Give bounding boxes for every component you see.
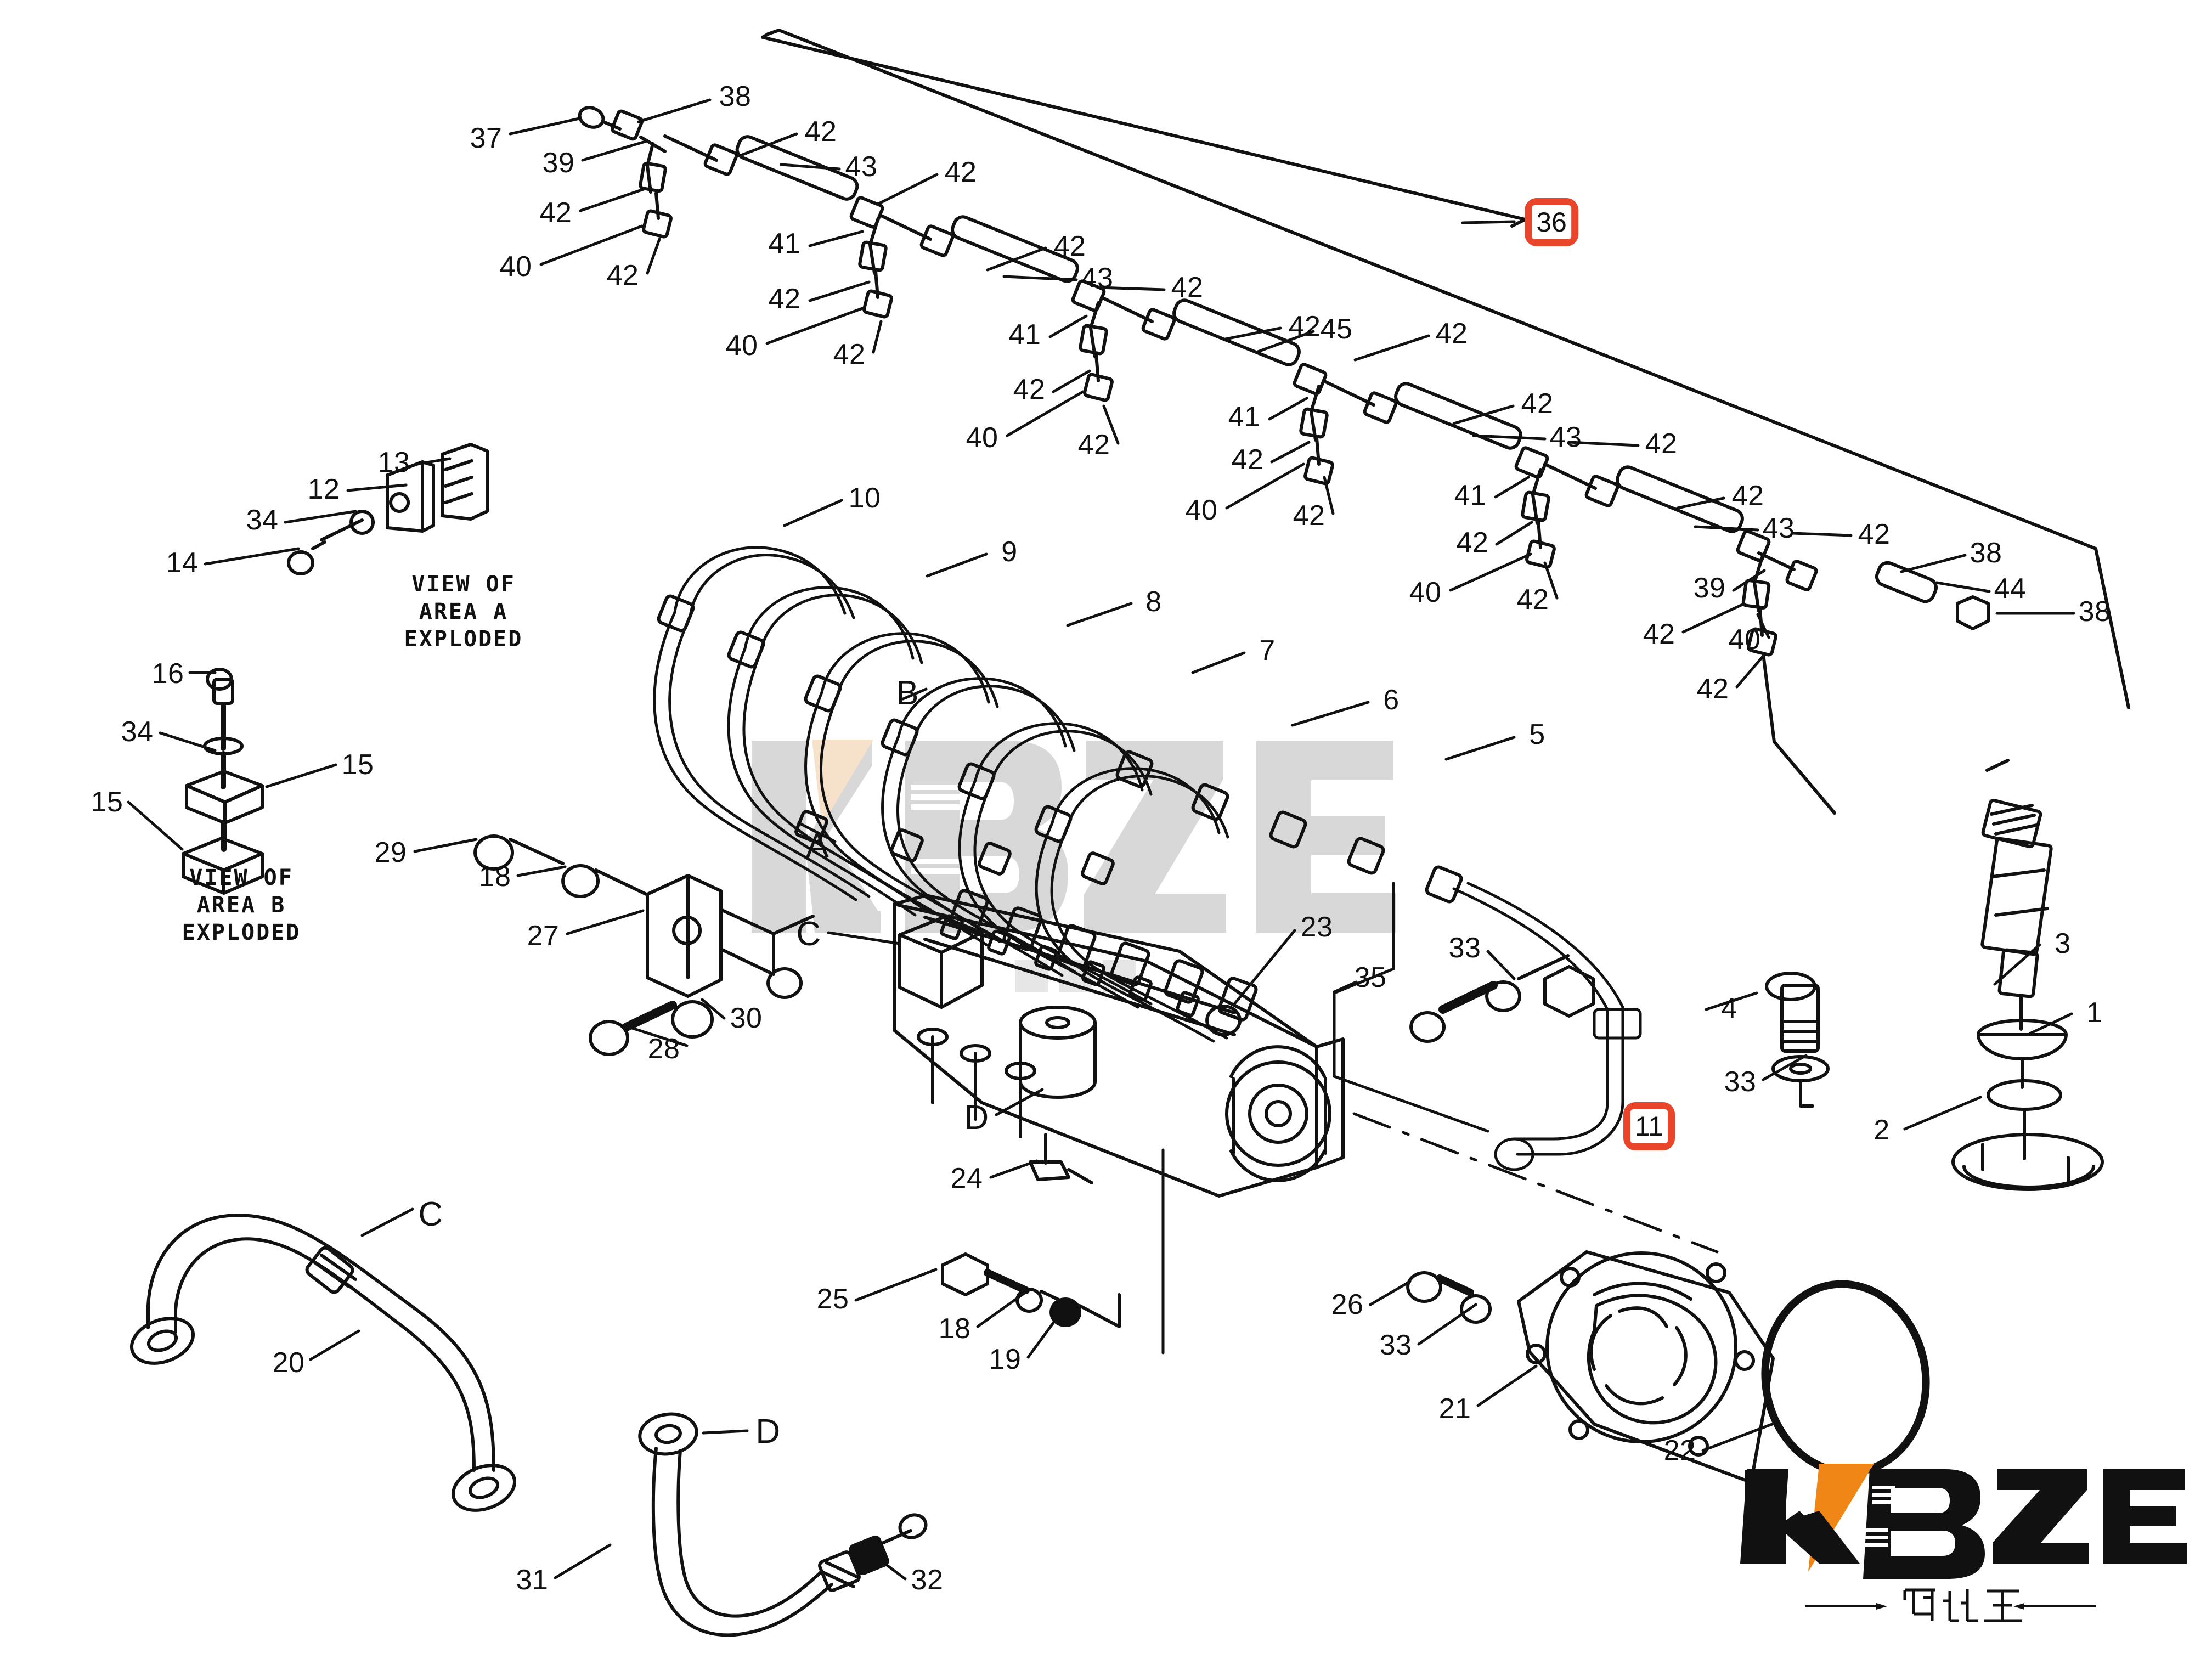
- part-callout-38[interactable]: 38: [1970, 537, 2002, 569]
- part-callout-39[interactable]: 39: [1693, 572, 1726, 604]
- part-callout-30[interactable]: 30: [730, 1002, 763, 1034]
- part-callout-42[interactable]: 42: [1171, 272, 1204, 303]
- part-callout-41[interactable]: 41: [768, 228, 801, 259]
- part-callout-33[interactable]: 33: [1379, 1329, 1412, 1361]
- part-callout-27[interactable]: 27: [527, 920, 560, 952]
- part-callout-8[interactable]: 8: [1146, 586, 1162, 618]
- part-callout-43[interactable]: 43: [1549, 421, 1582, 453]
- part-callout-40[interactable]: 40: [966, 422, 998, 454]
- part-callout-16[interactable]: 16: [151, 658, 184, 690]
- part-callout-10[interactable]: 10: [848, 482, 881, 514]
- part-callout-31[interactable]: 31: [516, 1564, 549, 1596]
- part-callout-18[interactable]: 18: [938, 1313, 971, 1345]
- part-callout-1[interactable]: 1: [2086, 997, 2103, 1029]
- view-caption-area-b: VIEW OF AREA B EXPLODED: [182, 865, 301, 945]
- part-callout-41[interactable]: 41: [1228, 401, 1261, 433]
- part-callout-42[interactable]: 42: [944, 156, 977, 188]
- part-callout-42[interactable]: 42: [1858, 518, 1891, 550]
- part-callout-40[interactable]: 40: [1728, 624, 1761, 656]
- part-callout-42[interactable]: 42: [1643, 618, 1675, 650]
- part-callout-37[interactable]: 37: [470, 122, 503, 154]
- part-callout-29[interactable]: 29: [374, 837, 407, 868]
- part-callout-42[interactable]: 42: [1435, 318, 1468, 349]
- part-callout-42[interactable]: 42: [1516, 584, 1549, 616]
- part-callout-9[interactable]: 9: [1001, 536, 1018, 568]
- part-callout-34[interactable]: 34: [246, 504, 279, 536]
- part-callout-25[interactable]: 25: [816, 1283, 849, 1315]
- part-callout-38[interactable]: 38: [719, 81, 752, 112]
- part-callout-23[interactable]: 23: [1300, 911, 1333, 943]
- section-letter-c: C: [796, 915, 821, 953]
- part-callout-6[interactable]: 6: [1383, 684, 1400, 716]
- part-callout-33[interactable]: 33: [1724, 1066, 1757, 1098]
- part-callout-35[interactable]: 35: [1354, 962, 1387, 994]
- part-callout-21[interactable]: 21: [1438, 1393, 1471, 1425]
- section-letter-d: D: [755, 1413, 781, 1451]
- part-callout-13[interactable]: 13: [377, 447, 410, 478]
- highlighted-callout-label: 36: [1536, 207, 1567, 238]
- part-callout-42[interactable]: 42: [768, 283, 801, 315]
- part-callout-3[interactable]: 3: [2055, 928, 2071, 960]
- part-callout-42[interactable]: 42: [539, 197, 572, 229]
- part-callout-43[interactable]: 43: [1762, 512, 1795, 544]
- part-callout-45[interactable]: 45: [1320, 313, 1353, 345]
- kbze-brand-logo: [1712, 1454, 2194, 1635]
- part-callout-40[interactable]: 40: [725, 330, 758, 362]
- part-callout-4[interactable]: 4: [1721, 992, 1737, 1024]
- part-callout-7[interactable]: 7: [1259, 635, 1276, 667]
- highlighted-callout-chip: 11: [1630, 1109, 1668, 1143]
- part-callout-12[interactable]: 12: [307, 473, 340, 505]
- part-callout-42[interactable]: 42: [606, 259, 639, 291]
- part-callout-42[interactable]: 42: [1293, 500, 1325, 532]
- part-callout-42[interactable]: 42: [833, 338, 866, 370]
- section-letter-b: B: [896, 674, 919, 712]
- part-callout-28[interactable]: 28: [647, 1033, 680, 1065]
- part-callout-42[interactable]: 42: [804, 116, 837, 148]
- part-callout-32[interactable]: 32: [911, 1564, 944, 1596]
- part-callout-15[interactable]: 15: [341, 749, 374, 781]
- part-callout-42[interactable]: 42: [1696, 673, 1729, 705]
- part-callout-43[interactable]: 43: [845, 151, 878, 183]
- part-callout-40[interactable]: 40: [1185, 494, 1218, 526]
- part-callout-40[interactable]: 40: [499, 251, 532, 283]
- view-caption-area-a: VIEW OF AREA A EXPLODED: [404, 572, 523, 652]
- part-callout-39[interactable]: 39: [542, 147, 575, 179]
- part-callout-42[interactable]: 42: [1077, 429, 1110, 461]
- part-callout-42[interactable]: 42: [1288, 311, 1321, 342]
- highlighted-callout-label: 11: [1635, 1111, 1663, 1142]
- part-callout-44[interactable]: 44: [1994, 573, 2027, 605]
- part-callout-18[interactable]: 18: [478, 861, 511, 893]
- part-callout-42[interactable]: 42: [1456, 527, 1489, 558]
- part-callout-15[interactable]: 15: [91, 786, 123, 818]
- highlighted-callout-chip: 36: [1532, 205, 1571, 239]
- part-callout-42[interactable]: 42: [1053, 230, 1086, 262]
- part-callout-2[interactable]: 2: [1874, 1114, 1890, 1146]
- part-callout-41[interactable]: 41: [1008, 319, 1041, 351]
- part-callout-42[interactable]: 42: [1731, 480, 1764, 512]
- section-letter-d: D: [964, 1099, 989, 1137]
- part-callout-26[interactable]: 26: [1331, 1289, 1364, 1321]
- highlighted-callout-36[interactable]: 36: [1525, 198, 1578, 246]
- part-callout-24[interactable]: 24: [950, 1163, 983, 1194]
- part-callout-20[interactable]: 20: [272, 1347, 305, 1379]
- part-callout-22[interactable]: 22: [1663, 1435, 1696, 1466]
- section-letter-c: C: [418, 1195, 443, 1233]
- part-callout-14[interactable]: 14: [166, 547, 199, 579]
- part-callout-33[interactable]: 33: [1448, 932, 1481, 964]
- part-callout-41[interactable]: 41: [1454, 479, 1487, 511]
- section-letter-a: A: [806, 827, 829, 865]
- part-callout-38[interactable]: 38: [2078, 596, 2111, 628]
- part-callout-42[interactable]: 42: [1013, 374, 1046, 405]
- highlighted-callout-11[interactable]: 11: [1623, 1102, 1675, 1150]
- part-callout-43[interactable]: 43: [1081, 262, 1114, 294]
- part-callout-19[interactable]: 19: [989, 1344, 1022, 1375]
- part-callout-42[interactable]: 42: [1645, 428, 1678, 460]
- part-callout-40[interactable]: 40: [1409, 577, 1442, 608]
- part-callout-42[interactable]: 42: [1231, 444, 1264, 476]
- part-callout-34[interactable]: 34: [121, 716, 154, 748]
- part-callout-42[interactable]: 42: [1521, 388, 1554, 420]
- part-callout-5[interactable]: 5: [1529, 719, 1545, 751]
